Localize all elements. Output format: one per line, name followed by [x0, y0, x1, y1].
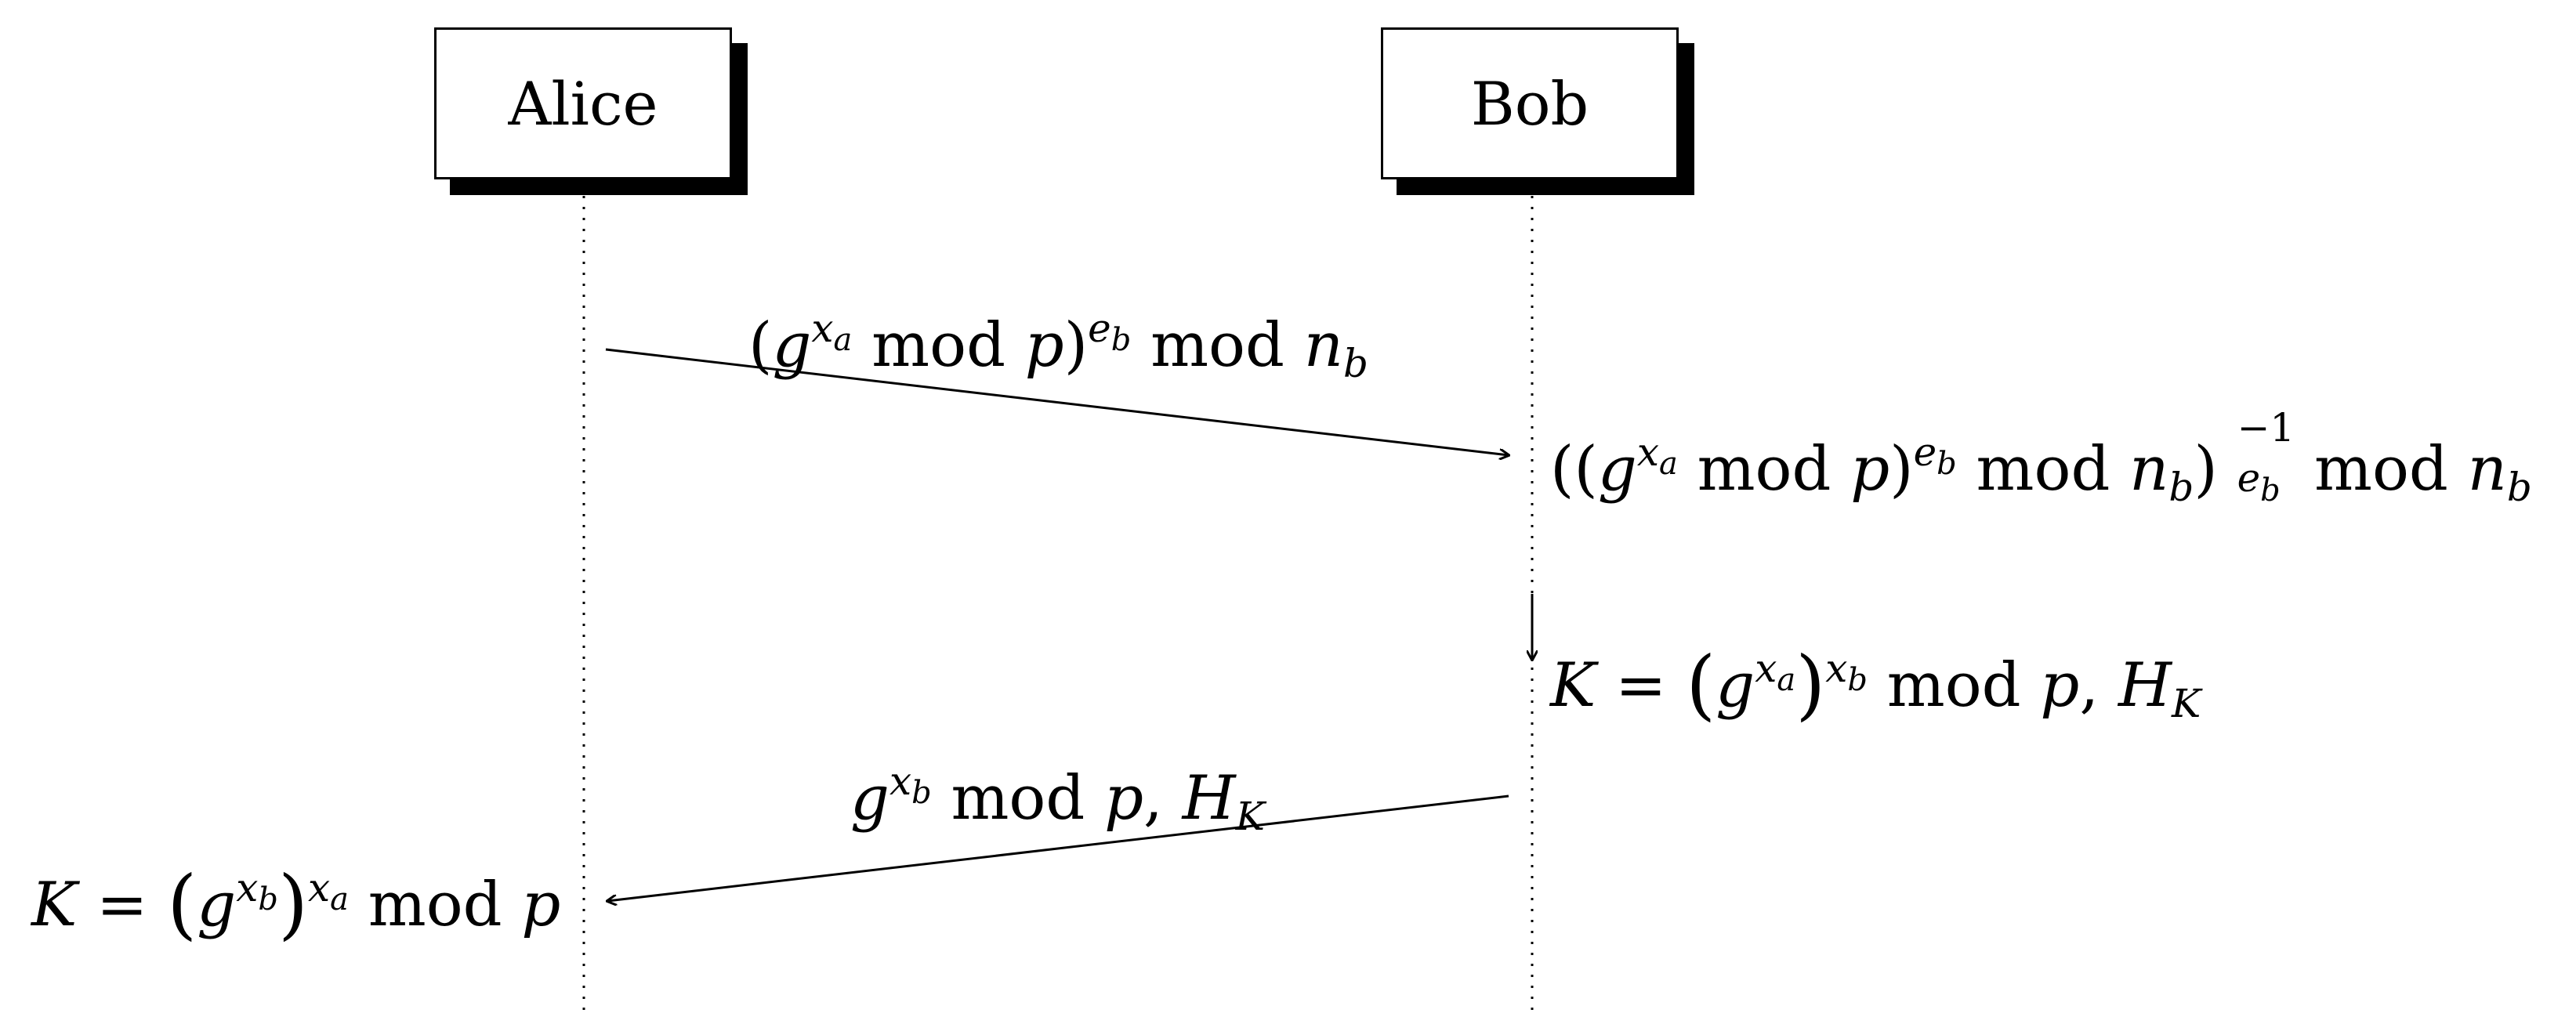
message-bob-to-alice-arrow: [607, 794, 1509, 901]
message-bob-to-alice-label: gxb mod p, HK: [850, 758, 1265, 839]
bob-label: Bob: [1470, 68, 1589, 139]
bob-key-note: K = (gxa)xb mod p, HK: [1550, 639, 2201, 729]
message-alice-to-bob-label: (gxa mod p)eb mod nb: [748, 306, 1368, 386]
alice-box: Alice: [434, 27, 732, 179]
bob-actor: Bob: [1381, 27, 1694, 195]
alice-label: Alice: [508, 68, 658, 139]
alice-actor: Alice: [434, 27, 748, 195]
message-alice-to-bob-arrow: [605, 348, 1509, 455]
bob-box: Bob: [1381, 27, 1679, 179]
alice-key-note: K = (gxb)xa mod p: [31, 858, 561, 948]
